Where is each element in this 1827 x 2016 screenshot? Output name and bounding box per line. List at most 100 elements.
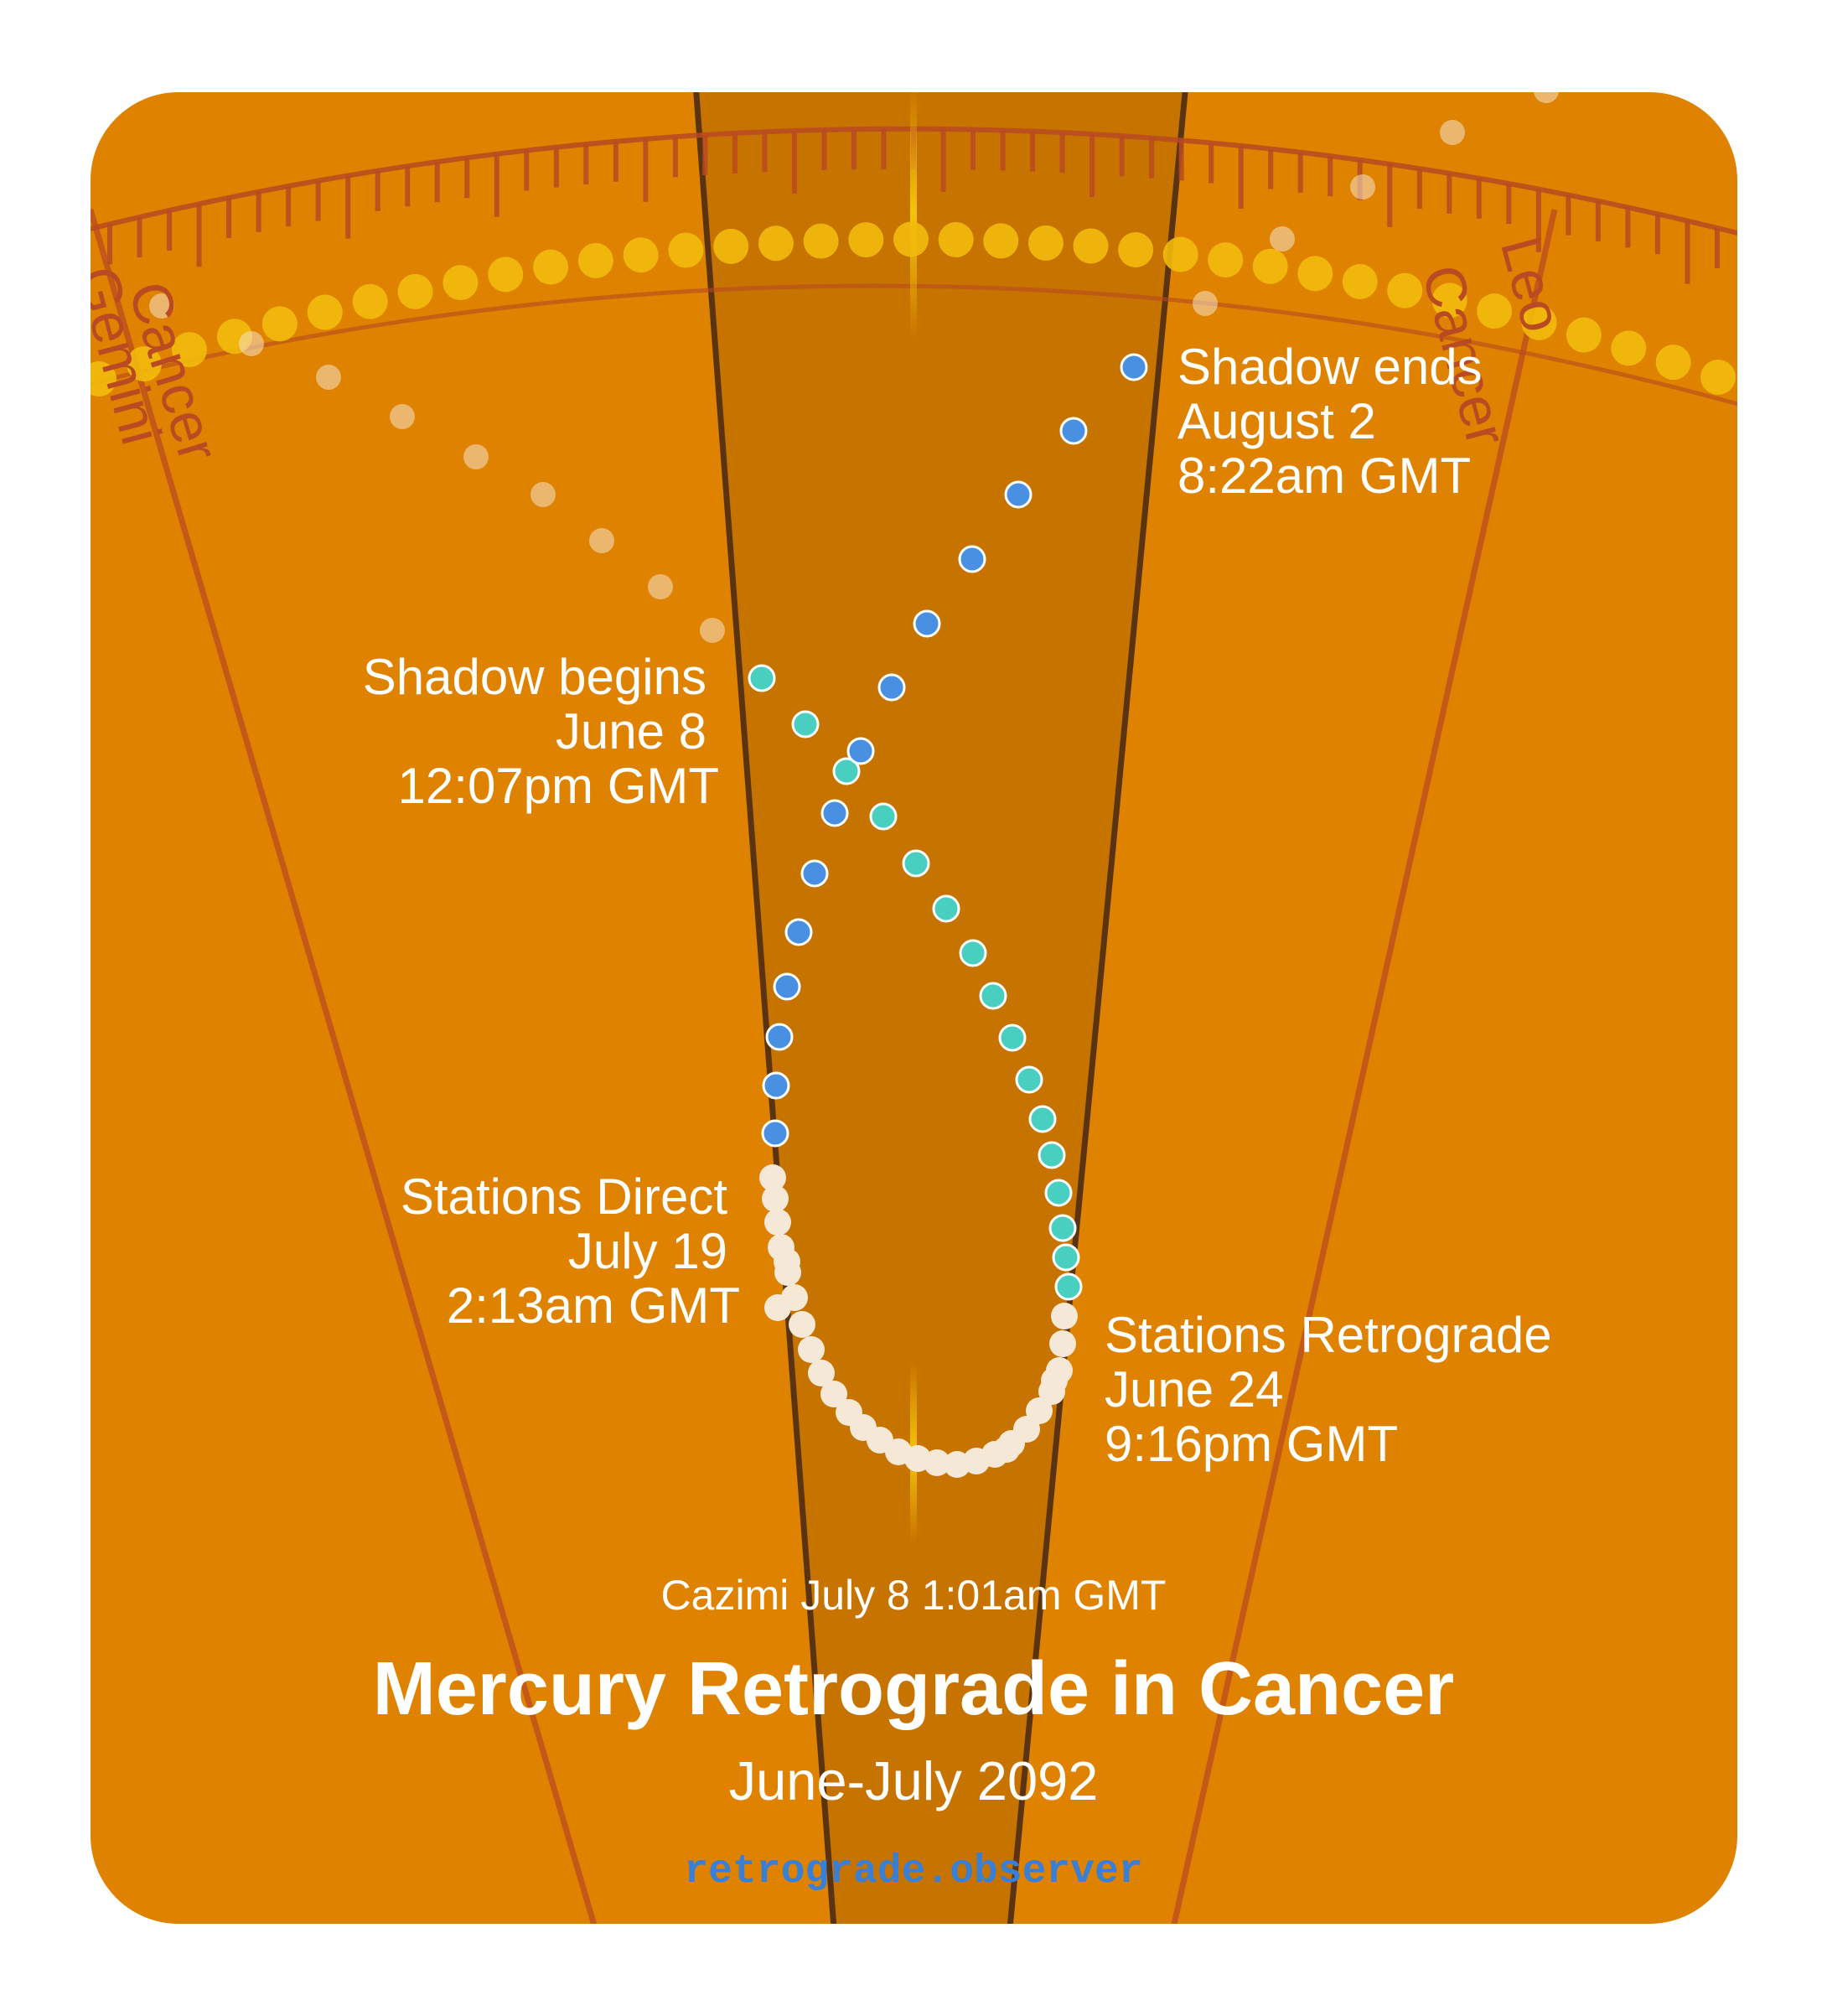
sun-dot (1655, 345, 1691, 381)
sun-dot (1477, 293, 1513, 329)
sun-dot (758, 225, 794, 262)
pre-shadow-dot (1038, 1141, 1066, 1169)
pre-shadow-dot (832, 757, 861, 785)
retrograde-dot (1049, 1330, 1076, 1357)
pre-shadow-dot (998, 1024, 1027, 1052)
sun-dot (533, 249, 569, 285)
pre-shadow-dot (1044, 1179, 1073, 1207)
pre-shadow-dot (1015, 1065, 1043, 1094)
label-shadow-ends: Shadow ends August 2 8:22am GMT (1177, 339, 1483, 504)
retrograde-dot (944, 1451, 970, 1478)
trail-dot (1270, 226, 1295, 251)
retrograde-dot (993, 1436, 1020, 1463)
trail-dot (700, 618, 725, 643)
retrograde-dot (789, 1311, 815, 1338)
sun-dot (1162, 236, 1198, 272)
post-shadow-dot (1059, 417, 1088, 445)
trail-dot (316, 365, 341, 390)
retrograde-dot (798, 1336, 825, 1363)
sun-dot (1611, 330, 1647, 366)
pre-shadow-dot (979, 982, 1007, 1010)
sun-dot (126, 346, 162, 382)
pre-shadow-dot (1028, 1105, 1057, 1133)
shadow-begins-time: 12:07pm GMT (398, 758, 719, 814)
sun-dot (261, 306, 298, 342)
pre-shadow-dot (791, 710, 820, 739)
trail-dot (1350, 174, 1375, 200)
shadow-ends-title: Shadow ends (1177, 339, 1483, 395)
ecliptic-ticks (107, 128, 1720, 284)
trail-dot (1193, 291, 1218, 316)
site-url[interactable]: retrograde.observer (684, 1849, 1142, 1894)
post-shadow-dot (820, 799, 849, 827)
label-stations-retrograde: Stations Retrograde June 24 9:16pm GMT (1105, 1307, 1552, 1472)
trail-dot (648, 574, 673, 599)
post-shadow-dot (1120, 353, 1148, 381)
sun-dot (713, 228, 749, 264)
shadow-begins-title: Shadow begins (363, 649, 706, 705)
retrograde-dot (764, 1209, 791, 1236)
pre-shadow-dot (1052, 1243, 1080, 1272)
trail-dot (239, 331, 264, 356)
retrograde-dot (762, 1185, 789, 1212)
sun-dot (1073, 228, 1109, 264)
trail-dot (390, 404, 415, 429)
retrograde-dot (836, 1399, 862, 1426)
sun-dot (1252, 248, 1288, 284)
sun-dot (1431, 282, 1467, 319)
retrograde-dot (764, 1294, 791, 1321)
page-title: Mercury Retrograde in Cancer (373, 1647, 1454, 1731)
post-shadow-path (761, 353, 1148, 1148)
sign-boundary-right (1170, 209, 1558, 1924)
retrograde-dot (1051, 1303, 1078, 1329)
stations-direct-date: July 19 (568, 1223, 727, 1279)
pre-shadow-dot (932, 894, 960, 923)
sun-dot (1297, 256, 1333, 292)
trail-dot (589, 528, 614, 553)
pre-shadow-dot (1054, 1272, 1083, 1301)
sun-dot (443, 265, 479, 301)
pre-shadow-path (748, 664, 1083, 1301)
pre-shadow-dot (959, 939, 987, 967)
sun-dot (803, 223, 839, 259)
retrograde-path (759, 1164, 1078, 1478)
stations-direct-title: Stations Direct (401, 1169, 727, 1225)
shadow-band-left-edge (692, 92, 837, 1924)
cazimi-label: Cazimi July 8 1:01am GMT (661, 1572, 1167, 1619)
card-content: Gemini Cancer Cancer Leo (91, 92, 1737, 1924)
sun-dot (488, 257, 524, 293)
retrograde-dot (1041, 1367, 1068, 1394)
pre-shadow-dot (869, 802, 898, 831)
shadow-ends-date: August 2 (1177, 393, 1376, 449)
faint-trail (149, 92, 1559, 643)
sign-boundary-left (91, 209, 598, 1924)
sun-dot (91, 361, 116, 396)
sun-dot (623, 237, 659, 273)
retrograde-dot (808, 1360, 835, 1386)
trail-dot (1440, 120, 1465, 145)
sun-dot (1700, 360, 1736, 395)
shadow-band-right-edge (1007, 92, 1189, 1924)
page-subtitle: June-July 2092 (729, 1750, 1099, 1811)
cazimi-streak-top (910, 92, 917, 339)
post-shadow-dot (761, 1119, 789, 1148)
sun-dot (307, 294, 343, 330)
sun-dot (397, 273, 433, 309)
shadow-ends-time: 8:22am GMT (1177, 448, 1471, 504)
sun-dot (938, 221, 974, 257)
trail-dot (1534, 92, 1559, 103)
post-shadow-dot (762, 1071, 790, 1100)
post-shadow-dot (765, 1023, 794, 1051)
post-shadow-dot (1004, 480, 1033, 509)
pre-shadow-dot (902, 849, 930, 878)
sun-path (91, 221, 1736, 396)
stations-retrograde-date: June 24 (1105, 1361, 1284, 1417)
shadow-begins-date: June 8 (556, 703, 706, 759)
sun-dot (352, 283, 388, 319)
stations-retrograde-title: Stations Retrograde (1105, 1307, 1552, 1363)
label-shadow-begins: Shadow begins June 8 12:07pm GMT (363, 649, 719, 814)
sun-dot (1521, 304, 1557, 340)
sun-dot (893, 221, 929, 257)
pre-shadow-dot (748, 664, 776, 692)
